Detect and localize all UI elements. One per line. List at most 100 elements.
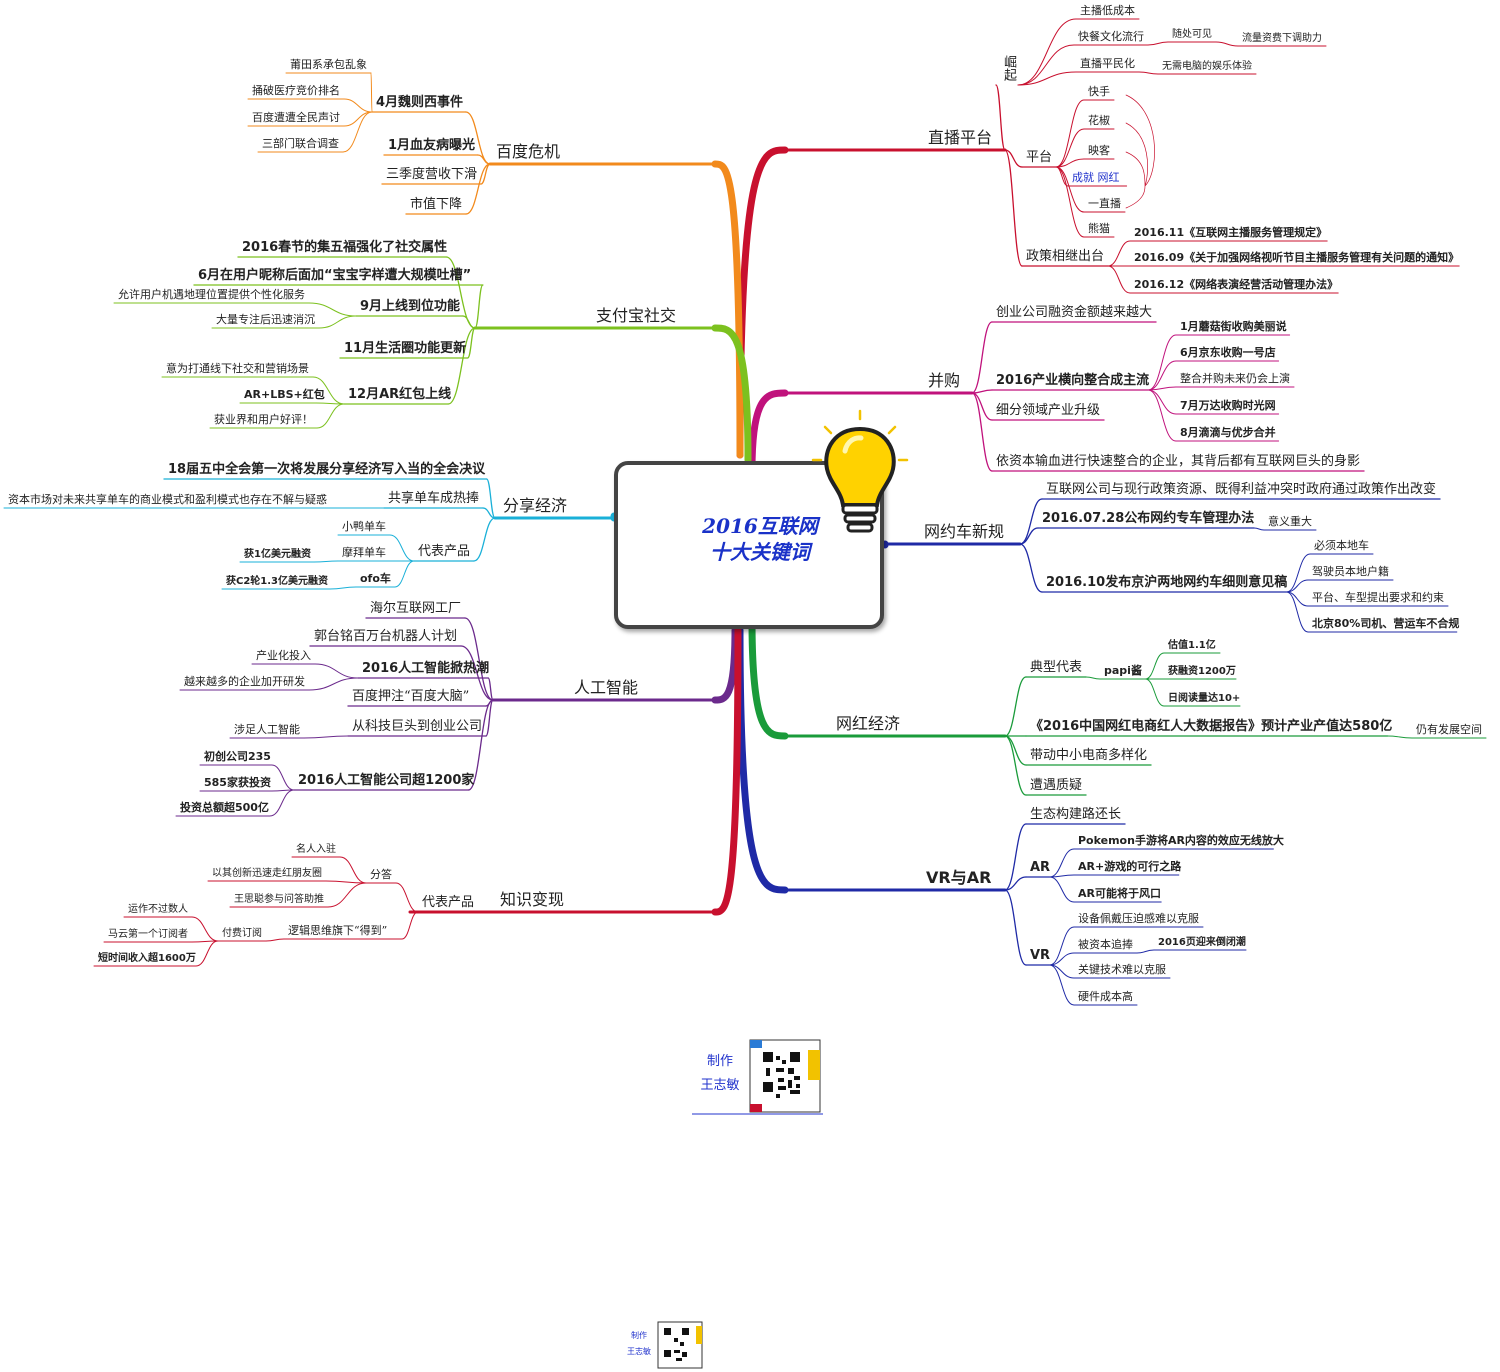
node-0-0-2[interactable]: 直播平民化 (1080, 57, 1135, 70)
node-0-2[interactable]: 政策相继出台 (1026, 249, 1105, 264)
node-7-2-0[interactable]: 小鸭单车 (342, 520, 386, 533)
node-5-0-0[interactable]: 莆田系承包乱象 (290, 58, 367, 71)
node-6-2[interactable]: 9月上线到位功能 (360, 299, 461, 314)
node-3-1-0[interactable]: 仍有发展空间 (1416, 723, 1482, 736)
node-9-0-0-1[interactable]: 以其创新迅速走红朋友圈 (212, 868, 322, 879)
node-4-1-1[interactable]: AR+游戏的可行之路 (1078, 860, 1182, 873)
topic-7[interactable]: 分享经济 (503, 496, 568, 515)
node-9-0-1-0-2[interactable]: 短时间收入超1600万 (98, 953, 196, 964)
node-3-2[interactable]: 带动中小电商多样化 (1030, 748, 1148, 763)
node-0-2-0[interactable]: 2016.11《互联网主播服务管理规定》 (1134, 226, 1328, 239)
node-7-2-1[interactable]: 摩拜单车 (342, 546, 386, 559)
node-7-2-2-0[interactable]: 获C2轮1.3亿美元融资 (226, 576, 329, 587)
node-8-5-2[interactable]: 投资总额超500亿 (180, 801, 269, 814)
node-9-0[interactable]: 代表产品 (422, 895, 475, 910)
node-6-0[interactable]: 2016春节的集五福强化了社交属性 (242, 240, 448, 255)
node-8-2[interactable]: 2016人工智能掀热潮 (362, 661, 490, 676)
node-0-1-3[interactable]: 成就 网红 (1072, 171, 1120, 184)
node-8-4[interactable]: 从科技巨头到创业公司 (352, 719, 483, 734)
node-6-3[interactable]: 11月生活圈功能更新 (344, 341, 467, 356)
node-8-1[interactable]: 郭台铭百万台机器人计划 (314, 629, 458, 644)
node-9-0-0[interactable]: 分答 (370, 868, 392, 881)
topic-5[interactable]: 百度危机 (496, 142, 561, 161)
node-5-2[interactable]: 三季度营收下滑 (386, 167, 478, 182)
node-4-2-2[interactable]: 关键技术难以克服 (1078, 963, 1166, 976)
node-7-2-1-0[interactable]: 获1亿美元融资 (244, 549, 311, 560)
node-5-0-3[interactable]: 三部门联合调查 (262, 137, 339, 150)
topic-9[interactable]: 知识变现 (500, 890, 565, 909)
node-1-1-3[interactable]: 7月万达收购时光网 (1180, 399, 1276, 412)
node-2-1[interactable]: 2016.07.28公布网约专车管理办法 (1042, 511, 1255, 526)
node-2-2[interactable]: 2016.10发布京沪两地网约车细则意见稿 (1046, 575, 1288, 590)
node-4-1-0[interactable]: Pokemon手游将AR内容的效应无线放大 (1078, 834, 1284, 847)
node-3-0-0-2[interactable]: 日阅读量达10+ (1168, 693, 1241, 704)
topic-4[interactable]: VR与AR (926, 868, 992, 887)
node-1-1-2[interactable]: 整合并购未来仍会上演 (1180, 372, 1290, 385)
node-6-2-1[interactable]: 大量专注后迅速消沉 (216, 313, 315, 326)
node-6-2-0[interactable]: 允许用户机遇地理位置提供个性化服务 (118, 288, 305, 301)
node-3-0-0-1[interactable]: 获融资1200万 (1168, 666, 1236, 677)
node-9-0-1-0-0[interactable]: 运作不过数人 (128, 904, 188, 915)
node-3-0-0-0[interactable]: 估值1.1亿 (1168, 640, 1216, 651)
node-3-0-0[interactable]: papi酱 (1104, 664, 1142, 677)
node-0-0-2-0[interactable]: 无需电脑的娱乐体验 (1162, 61, 1252, 72)
node-7-1[interactable]: 共享单车成热捧 (388, 491, 480, 506)
node-8-2-0[interactable]: 产业化投入 (256, 649, 311, 662)
node-6-4-2[interactable]: 获业界和用户好评！ (214, 413, 313, 426)
node-3-3[interactable]: 遭遇质疑 (1030, 778, 1083, 793)
node-7-1-0[interactable]: 资本市场对未来共享单车的商业模式和盈利模式也存在不解与疑惑 (8, 493, 327, 506)
node-7-2[interactable]: 代表产品 (418, 544, 471, 559)
node-8-2-1[interactable]: 越来越多的企业加开研发 (184, 675, 305, 688)
node-2-2-1[interactable]: 驾驶员本地户籍 (1312, 565, 1389, 578)
node-3-0[interactable]: 典型代表 (1030, 660, 1083, 675)
node-5-1[interactable]: 1月血友病曝光 (388, 138, 476, 153)
node-4-2-0[interactable]: 设备佩戴压迫感难以克服 (1078, 912, 1199, 925)
topic-6[interactable]: 支付宝社交 (596, 306, 677, 325)
node-4-2-3[interactable]: 硬件成本高 (1078, 990, 1133, 1003)
node-7-0[interactable]: 18届五中全会第一次将发展分享经济写入当的全会决议 (168, 462, 486, 477)
node-6-1[interactable]: 6月在用户昵称后面加“宝宝字样遭大规模吐槽” (198, 268, 472, 283)
node-8-5[interactable]: 2016人工智能公司超1200家 (298, 773, 475, 788)
node-4-2-1[interactable]: 被资本追捧 (1078, 938, 1133, 951)
node-8-4-0[interactable]: 涉足人工智能 (234, 723, 300, 736)
node-0-0-1[interactable]: 快餐文化流行 (1078, 30, 1144, 43)
topic-8[interactable]: 人工智能 (574, 678, 639, 697)
node-4-1[interactable]: AR (1030, 860, 1051, 875)
node-9-0-1-0[interactable]: 付费订阅 (222, 928, 262, 939)
node-0-2-1[interactable]: 2016.09《关于加强网络视听节目主播服务管理有关问题的通知》 (1134, 251, 1460, 264)
node-6-4-1[interactable]: AR+LBS+红包 (244, 388, 325, 401)
node-6-4-0[interactable]: 意为打通线下社交和营销场景 (166, 362, 309, 375)
topic-0[interactable]: 直播平台 (928, 128, 993, 147)
node-3-1[interactable]: 《2016中国网红电商红人大数据报告》预计产业产值达580亿 (1030, 719, 1393, 734)
node-2-2-2[interactable]: 平台、车型提出要求和约束 (1312, 591, 1444, 604)
central-topic-title[interactable]: 2016互联网 十大关键词 (702, 514, 818, 564)
node-2-2-3[interactable]: 北京80%司机、营运车不合规 (1312, 617, 1460, 630)
node-6-4[interactable]: 12月AR红包上线 (348, 387, 452, 402)
node-1-1[interactable]: 2016产业横向整合成主流 (996, 373, 1150, 388)
node-1-3[interactable]: 依资本输血进行快速整合的企业，其背后都有互联网巨头的身影 (996, 454, 1361, 469)
node-0-0[interactable]: 崛起 (1001, 55, 1016, 81)
node-0-1-2[interactable]: 映客 (1088, 144, 1110, 157)
node-0-0-0[interactable]: 主播低成本 (1080, 4, 1135, 17)
node-0-0-1-0[interactable]: 随处可见 (1172, 29, 1212, 40)
node-8-5-0[interactable]: 初创公司235 (204, 750, 271, 763)
node-9-0-1[interactable]: 逻辑思维旗下“得到” (288, 924, 388, 937)
node-4-2[interactable]: VR (1030, 948, 1051, 963)
node-4-2-1-0[interactable]: 2016页迎来倒闭潮 (1158, 937, 1246, 948)
node-0-1-4[interactable]: 一直播 (1088, 197, 1121, 210)
topic-1[interactable]: 并购 (928, 371, 961, 390)
node-1-1-1[interactable]: 6月京东收购一号店 (1180, 346, 1276, 359)
node-1-2[interactable]: 细分领域产业升级 (996, 403, 1101, 418)
node-0-0-1-0-0[interactable]: 流量资费下调助力 (1242, 33, 1322, 44)
node-9-0-0-0[interactable]: 名人入驻 (296, 844, 336, 855)
node-7-2-2[interactable]: ofo车 (360, 572, 391, 585)
node-2-0[interactable]: 互联网公司与现行政策资源、既得利益冲突时政府通过政策作出改变 (1046, 482, 1437, 497)
node-9-0-0-2[interactable]: 王思聪参与问答助推 (234, 894, 324, 905)
node-5-0[interactable]: 4月魏则西事件 (376, 95, 464, 110)
node-8-3[interactable]: 百度押注“百度大脑” (352, 689, 470, 704)
node-1-1-0[interactable]: 1月蘑菇街收购美丽说 (1180, 320, 1287, 333)
node-0-1-1[interactable]: 花椒 (1088, 114, 1110, 127)
topic-2[interactable]: 网约车新规 (924, 522, 1005, 541)
node-9-0-1-0-1[interactable]: 马云第一个订阅者 (108, 929, 188, 940)
node-5-3[interactable]: 市值下降 (410, 197, 463, 212)
